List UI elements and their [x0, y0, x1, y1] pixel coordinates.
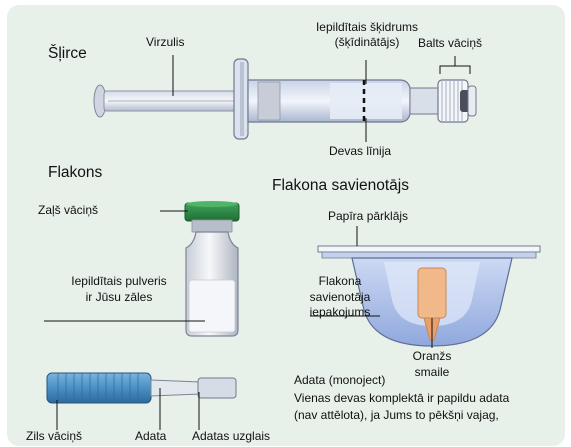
vial-title: Flakons [48, 164, 102, 182]
needle-note-line1: Vienas devas komplektā ir papildu adata [294, 392, 509, 406]
package-label-line2: savienotāja [298, 291, 382, 305]
needle-assembly [47, 373, 236, 403]
blue-cap [47, 373, 151, 403]
powder-label-line2: ir Jūsu zāles [44, 291, 194, 305]
prefilled-liquid-label: Iepildītais šķidrums [302, 21, 432, 35]
solvent-label: (šķīdinātājs) [302, 36, 432, 50]
white-cap-label: Balts vāciņš [418, 37, 482, 51]
plunger-label: Virzulis [146, 36, 184, 50]
dose-line-label: Devas līnija [329, 145, 391, 159]
powder-label-line1: Iepildītais pulveris [44, 275, 194, 289]
green-cap-label: Zaļš vāciņš [38, 204, 98, 218]
package-label-line1: Flakona [298, 275, 382, 289]
adapter-title: Flakona savienotājs [272, 177, 409, 195]
solvent-liquid [330, 83, 402, 119]
white-cap [438, 80, 476, 122]
vial [185, 201, 239, 336]
paper-cover [318, 246, 540, 252]
paper-cover-label: Papīra pārklājs [328, 210, 408, 224]
orange-spike-label-line2: smaile [400, 366, 464, 380]
powder [189, 280, 235, 332]
needle-hub-label: Adatas uzglais [192, 430, 270, 444]
syringe [94, 59, 476, 139]
needle-note-title: Adata (monoject) [292, 374, 387, 388]
package-label-line3: iepakojums [298, 306, 382, 320]
orange-spike-label-line1: Oranžs [400, 350, 464, 364]
needle-label: Adata [135, 430, 166, 444]
needle-note-line2: (nav attēlota), ja Jums to pēkšņi vajag, [294, 409, 499, 423]
syringe-title: Šļirce [48, 45, 87, 63]
blue-cap-label: Zils vāciņš [26, 430, 82, 444]
needle-hub [198, 378, 236, 398]
plunger-stopper [258, 82, 280, 120]
